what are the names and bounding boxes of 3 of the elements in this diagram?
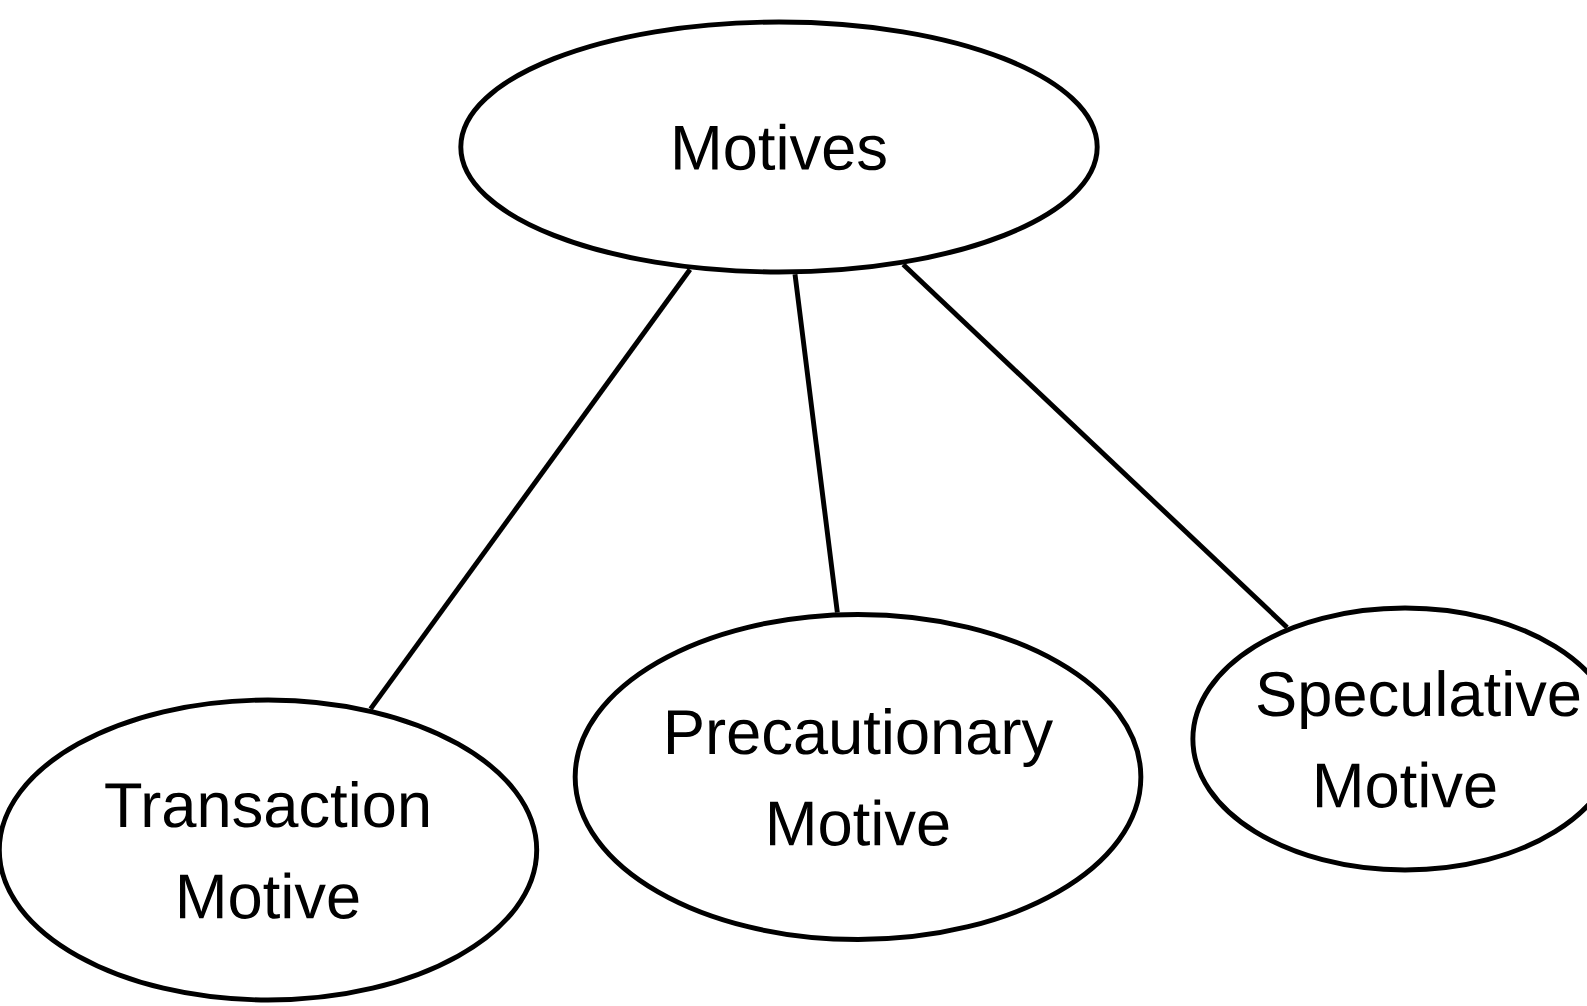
connector-line <box>901 262 1289 630</box>
connector-line <box>368 268 692 711</box>
connector-line <box>792 274 840 613</box>
